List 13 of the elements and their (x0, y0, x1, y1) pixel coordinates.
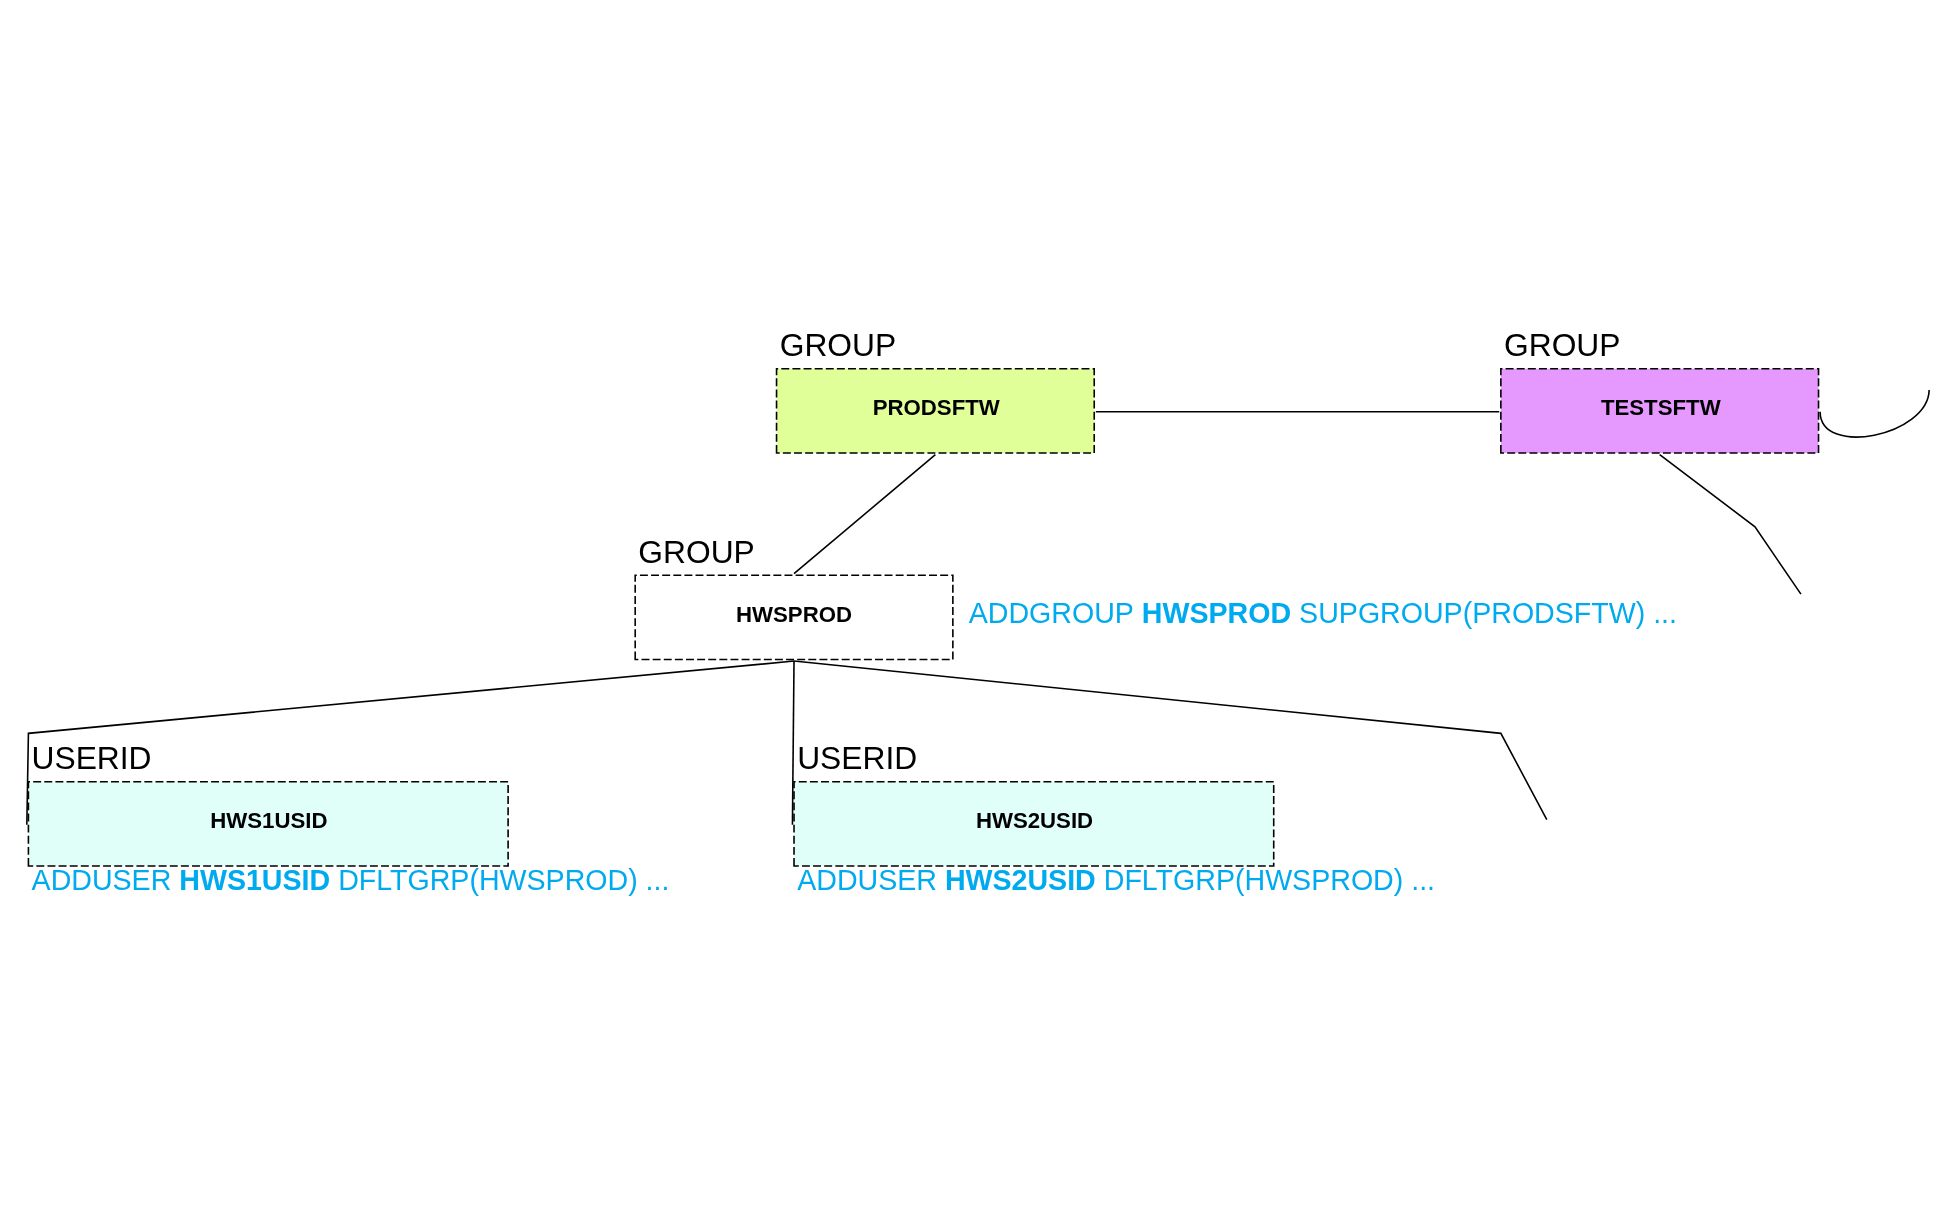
node-label: USERID (797, 739, 918, 776)
connector (793, 453, 937, 574)
node-label: ADDGROUP HWSPROD SUPGROUP(PRODSFTW) ... (968, 596, 1677, 629)
node-label: USERID (31, 739, 152, 776)
connector (1095, 410, 1501, 412)
connector (1658, 453, 1802, 595)
connector (1819, 388, 1930, 438)
node-label: GROUP (779, 326, 897, 363)
node-label: GROUP (1504, 326, 1621, 363)
node-label: GROUP (638, 533, 755, 570)
connector (26, 659, 795, 825)
connector (791, 659, 795, 825)
connector (793, 659, 1548, 820)
